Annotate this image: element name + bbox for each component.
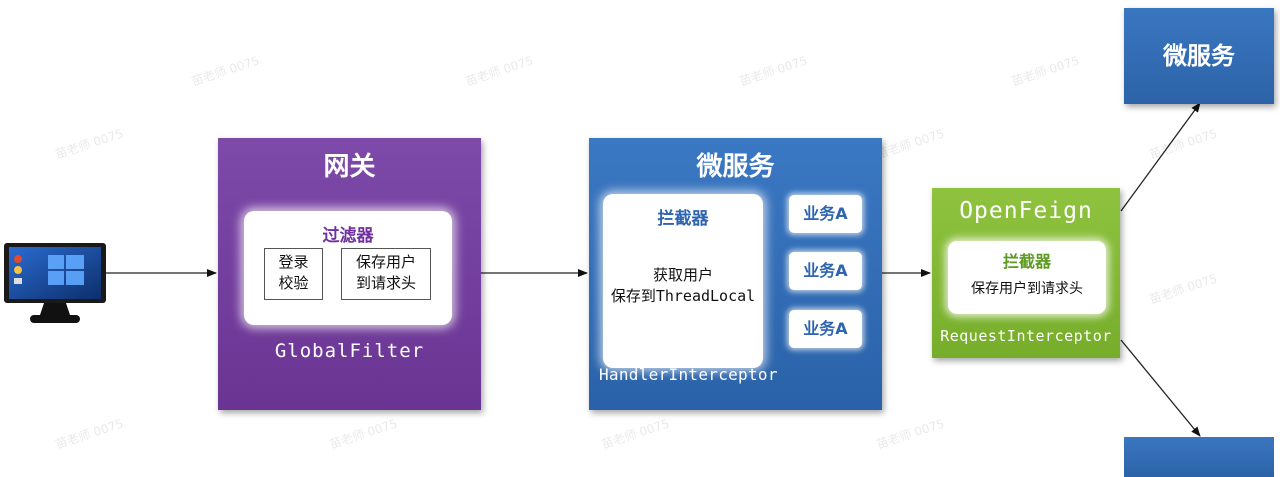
arrow-openfeign-to-service-top <box>1120 102 1201 212</box>
request-interceptor-label: RequestInterceptor <box>940 327 1112 345</box>
arrow-openfeign-to-service-bottom <box>1120 339 1201 437</box>
microservice-title: 微服务 <box>696 152 775 182</box>
desktop-monitor-icon <box>4 243 106 333</box>
business-a-box: 业务A <box>789 310 862 348</box>
filter-title: 过滤器 <box>322 226 374 246</box>
openfeign-interceptor-line: 保存用户到请求头 <box>971 281 1083 297</box>
login-check-box: 登录 校验 <box>264 248 323 300</box>
interceptor-line: 获取用户 <box>652 266 713 284</box>
business-a-box: 业务A <box>789 195 862 233</box>
interceptor-title: 拦截器 <box>657 209 709 229</box>
business-a-box: 业务A <box>789 252 862 290</box>
service-top-box: 微服务 <box>1124 8 1274 104</box>
save-user-header-box: 保存用户 到请求头 <box>341 248 431 300</box>
openfeign-interceptor-card: 拦截器 保存用户到请求头 <box>948 241 1106 314</box>
global-filter-label: GlobalFilter <box>274 340 425 362</box>
service-bottom-box <box>1124 437 1274 477</box>
gateway-title: 网关 <box>323 152 376 182</box>
gateway-box: 网关 过滤器 登录 校验 保存用户 到请求头 GlobalFilter <box>218 138 481 410</box>
interceptor-line: 保存到ThreadLocal <box>610 287 756 305</box>
microservice-box: 微服务 拦截器 获取用户 保存到ThreadLocal 业务A 业务A 业务A … <box>589 138 882 410</box>
openfeign-title: OpenFeign <box>959 198 1093 224</box>
openfeign-interceptor-title: 拦截器 <box>1002 252 1051 271</box>
interceptor-card: 拦截器 获取用户 保存到ThreadLocal <box>603 194 763 368</box>
connector-arrows <box>106 102 1201 437</box>
filter-card: 过滤器 登录 校验 保存用户 到请求头 <box>244 211 452 325</box>
handler-interceptor-label: HandlerInterceptor <box>599 365 778 384</box>
openfeign-box: OpenFeign 拦截器 保存用户到请求头 RequestIntercepto… <box>932 188 1120 358</box>
